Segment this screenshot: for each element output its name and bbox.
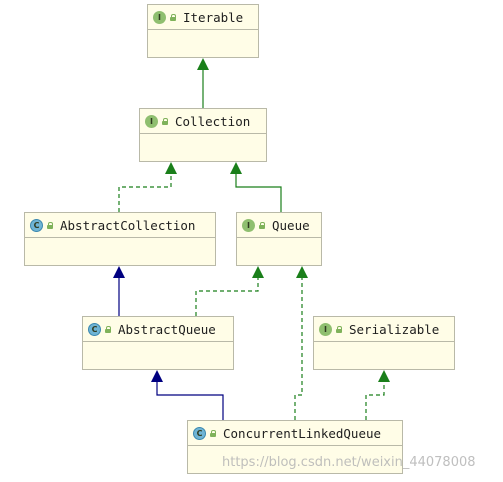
edge-concurrentlinkedqueue-queue xyxy=(294,278,303,420)
abstractqueue-node[interactable]: C AbstractQueue xyxy=(82,316,234,370)
interface-icon: I xyxy=(153,10,166,24)
node-name: ConcurrentLinkedQueue xyxy=(223,425,382,441)
public-lock-icon xyxy=(161,117,169,125)
abstractcollection-node[interactable]: C AbstractCollection xyxy=(24,212,216,266)
arrowhead-abstractcollection xyxy=(113,266,125,278)
watermark-text: https://blog.csdn.net/weixin_44078008 xyxy=(222,455,476,470)
interface-icon: I xyxy=(145,114,158,128)
arrowhead-collection-left xyxy=(165,162,177,174)
node-name: Iterable xyxy=(183,9,244,25)
class-icon: C xyxy=(193,426,206,440)
arrowhead-collection-right xyxy=(230,162,242,174)
collection-node[interactable]: I Collection xyxy=(139,108,267,162)
public-lock-icon xyxy=(104,325,112,333)
public-lock-icon xyxy=(258,221,266,229)
arrowhead-iterable xyxy=(197,58,209,70)
node-name: Queue xyxy=(272,217,310,233)
edge-concurrentlinkedqueue-abstractqueue xyxy=(156,382,224,420)
edge-abstractcollection-collection xyxy=(118,174,172,212)
node-name: Serializable xyxy=(349,321,440,337)
arrowhead-abstractqueue xyxy=(151,370,163,382)
public-lock-icon xyxy=(169,13,177,21)
public-lock-icon xyxy=(335,325,343,333)
arrowhead-serializable xyxy=(378,370,390,382)
concurrentlinkedqueue-node[interactable]: C ConcurrentLinkedQueue xyxy=(187,420,403,474)
edge-concurrentlinkedqueue-serializable xyxy=(365,382,385,420)
edge-queue-collection xyxy=(235,174,282,212)
public-lock-icon xyxy=(209,429,217,437)
node-name: AbstractQueue xyxy=(118,321,216,337)
arrowhead-queue-right xyxy=(296,266,308,278)
iterable-node[interactable]: I Iterable xyxy=(147,4,259,58)
arrowhead-queue-left xyxy=(252,266,264,278)
queue-node[interactable]: I Queue xyxy=(236,212,322,266)
interface-icon: I xyxy=(319,322,332,336)
edge-abstractqueue-queue xyxy=(195,278,259,316)
node-name: AbstractCollection xyxy=(60,217,196,233)
interface-icon: I xyxy=(242,218,255,232)
node-name: Collection xyxy=(175,113,251,129)
public-lock-icon xyxy=(46,221,54,229)
serializable-node[interactable]: I Serializable xyxy=(313,316,455,370)
abstract-class-icon: C xyxy=(88,322,101,336)
abstract-class-icon: C xyxy=(30,218,43,232)
